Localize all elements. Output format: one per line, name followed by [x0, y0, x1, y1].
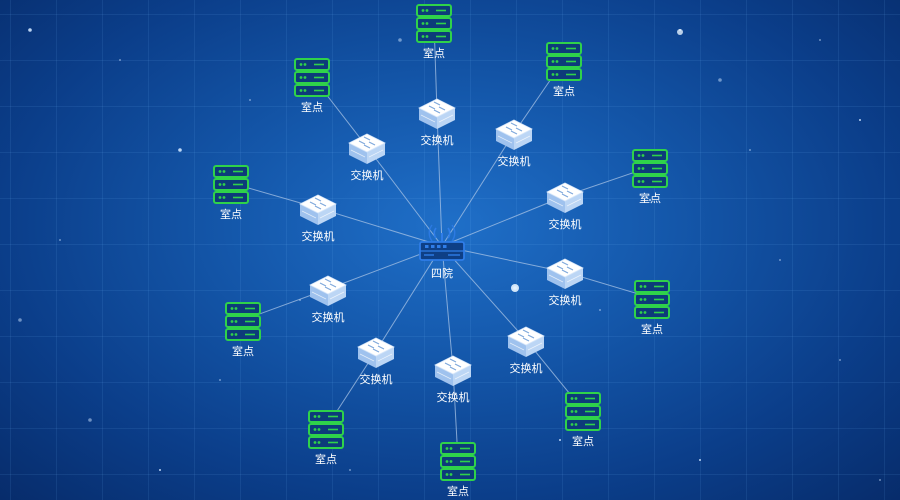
switch-label: 交换机: [498, 154, 531, 168]
network-switch-icon: [418, 98, 456, 129]
leaf-label: 室点: [301, 100, 323, 114]
star-dot: [649, 199, 651, 201]
leaf-node[interactable]: 室点: [546, 42, 582, 98]
connection-line: [317, 207, 443, 247]
switch-node[interactable]: 交换机: [309, 275, 347, 324]
switch-label: 交换机: [421, 133, 454, 147]
leaf-node[interactable]: 室点: [440, 442, 476, 498]
network-switch-icon: [434, 355, 472, 386]
server-rack-icon: [565, 392, 601, 431]
server-rack-icon: [440, 442, 476, 481]
star-glow: [511, 284, 519, 292]
connection-line: [441, 132, 515, 247]
network-switch-icon: [546, 182, 584, 213]
star-dot: [219, 379, 221, 381]
switch-label: 交换机: [549, 217, 582, 231]
switch-node[interactable]: 交换机: [418, 98, 456, 147]
star-dot: [699, 459, 701, 461]
star-dot: [879, 479, 881, 481]
leaf-node[interactable]: 室点: [225, 302, 261, 358]
switch-label: 交换机: [437, 390, 470, 404]
connection-line: [441, 245, 527, 341]
server-rack-icon: [632, 149, 668, 188]
leaf-node[interactable]: 室点: [294, 58, 330, 114]
network-switch-icon: [357, 337, 395, 368]
leaf-label: 室点: [423, 46, 445, 60]
switch-label: 交换机: [360, 372, 393, 386]
switch-node[interactable]: 交换机: [348, 133, 386, 182]
switch-label: 交换机: [510, 361, 543, 375]
server-rack-icon: [213, 165, 249, 204]
star-dot: [749, 149, 751, 151]
server-rack-icon: [546, 42, 582, 81]
server-rack-icon: [294, 58, 330, 97]
switch-node[interactable]: 交换机: [299, 194, 337, 243]
background-stars: [18, 28, 881, 481]
star-dot: [859, 119, 861, 121]
connection-line: [436, 111, 443, 247]
switch-node[interactable]: 交换机: [357, 337, 395, 386]
star-dot: [249, 99, 251, 101]
switch-label: 交换机: [312, 310, 345, 324]
connection-line: [441, 245, 454, 370]
star-dot: [839, 359, 841, 361]
switch-label: 交换机: [549, 293, 582, 307]
server-rack-icon: [225, 302, 261, 341]
network-switch-icon: [348, 133, 386, 164]
switch-node[interactable]: 交换机: [507, 326, 545, 375]
leaf-label: 室点: [572, 434, 594, 448]
leaf-label: 室点: [639, 191, 661, 205]
network-switch-icon: [495, 119, 533, 150]
star-dot: [159, 469, 161, 471]
leaf-node[interactable]: 室点: [213, 165, 249, 221]
connection-line: [366, 146, 443, 247]
server-rack-icon: [634, 280, 670, 319]
star-dot: [819, 39, 821, 41]
leaf-label: 室点: [220, 207, 242, 221]
star-dot: [779, 259, 781, 261]
connection-line: [441, 195, 566, 247]
server-rack-icon: [416, 4, 452, 43]
leaf-label: 室点: [641, 322, 663, 336]
leaf-node[interactable]: 室点: [634, 280, 670, 336]
star-dot: [398, 38, 402, 42]
star-glow: [677, 29, 683, 35]
leaf-label: 室点: [315, 452, 337, 466]
star-dot: [349, 469, 351, 471]
star-dot: [59, 239, 61, 241]
network-switch-icon: [309, 275, 347, 306]
star-dot: [718, 78, 722, 82]
leaf-node[interactable]: 室点: [308, 410, 344, 466]
star-dot: [178, 148, 182, 152]
hub-label: 四院: [431, 266, 453, 280]
connection-line: [375, 245, 443, 352]
star-dot: [88, 418, 92, 422]
server-rack-icon: [308, 410, 344, 449]
network-switch-icon: [507, 326, 545, 357]
switch-node[interactable]: 交换机: [546, 182, 584, 231]
leaf-label: 室点: [553, 84, 575, 98]
leaf-label: 室点: [447, 484, 469, 498]
leaf-node[interactable]: 室点: [632, 149, 668, 205]
leaf-node[interactable]: 室点: [565, 392, 601, 448]
network-switch-icon: [546, 258, 584, 289]
topology-nodes: 四院交换机室点交换机室点交换机室点交换机室点交换机室点交换机室点交换机室点交换机…: [213, 4, 670, 498]
leaf-label: 室点: [232, 344, 254, 358]
star-dot: [119, 59, 121, 61]
hub-node[interactable]: 四院: [419, 224, 465, 280]
star-dot: [18, 318, 22, 322]
switch-label: 交换机: [351, 168, 384, 182]
switch-label: 交换机: [302, 229, 335, 243]
switch-node[interactable]: 交换机: [546, 258, 584, 307]
star-dot: [599, 309, 601, 311]
leaf-node[interactable]: 室点: [416, 4, 452, 60]
switch-node[interactable]: 交换机: [495, 119, 533, 168]
network-switch-icon: [299, 194, 337, 225]
switch-node[interactable]: 交换机: [434, 355, 472, 404]
star-dot: [559, 439, 561, 441]
star-dot: [28, 28, 32, 32]
router-wifi-icon: [419, 224, 465, 261]
